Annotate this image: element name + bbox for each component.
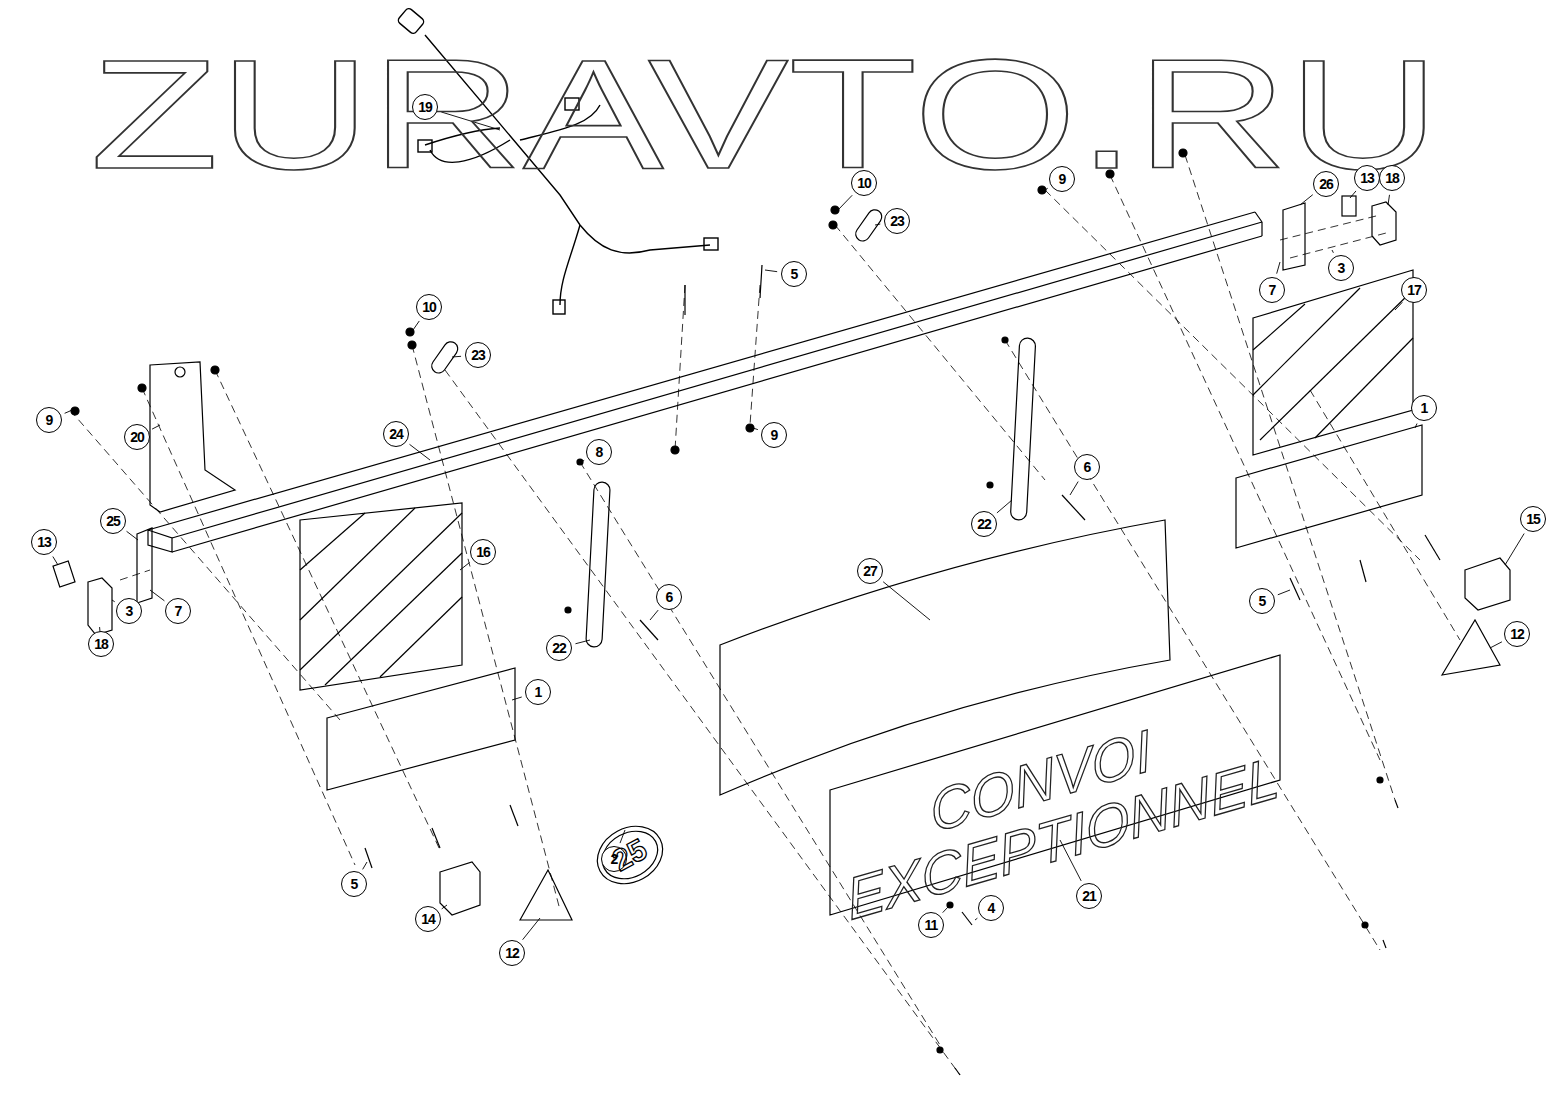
callout-number: 20 [124, 424, 150, 450]
callout-number: 5 [781, 261, 807, 287]
leader-line [1332, 250, 1333, 253]
mount-plate [327, 668, 515, 790]
callout-number: 12 [1504, 621, 1530, 647]
leader-line [523, 918, 540, 940]
leader-line [1350, 191, 1356, 198]
callout-number: 22 [971, 511, 997, 537]
callout-number: 9 [761, 422, 787, 448]
callout-number: 27 [857, 558, 883, 584]
callout-number: 5 [341, 871, 367, 897]
leader-line [1300, 195, 1313, 205]
leader-line [413, 321, 419, 330]
leader-line [1070, 482, 1078, 495]
leader-line [997, 500, 1012, 513]
callout-number: 7 [1259, 277, 1285, 303]
leader-line [442, 905, 447, 909]
callout-number: 6 [656, 584, 682, 610]
callout-number: 14 [415, 906, 441, 932]
tail-lamp [440, 862, 480, 915]
assembly-lines [70, 155, 1460, 1075]
leader-line [53, 557, 58, 565]
marker-lamp [88, 578, 112, 635]
callout-number: 1 [1411, 395, 1437, 421]
callout-number: 13 [31, 529, 57, 555]
callout-number: 22 [546, 635, 572, 661]
callout-number: 25 [100, 508, 126, 534]
leader-line [753, 428, 758, 430]
leader-line [1277, 262, 1280, 274]
speed-disc [587, 815, 672, 895]
callout-number: 10 [416, 294, 442, 320]
leader-line [1388, 195, 1390, 205]
leader-line [975, 918, 977, 920]
leader-line [650, 610, 658, 620]
callout-number: 13 [1354, 165, 1380, 191]
callout-number: 12 [499, 940, 525, 966]
leader-line [575, 640, 590, 644]
callout-number: 16 [470, 539, 496, 565]
leader-line [1415, 424, 1417, 428]
strap [586, 482, 611, 648]
callout-number: 3 [1328, 255, 1354, 281]
callout-number: 19 [412, 94, 438, 120]
leader-line [883, 582, 930, 620]
warning-plate [300, 270, 1413, 690]
leader-line [65, 411, 70, 413]
callout-number: 17 [1401, 277, 1427, 303]
sign-text: CONVOI EXCEPTIONNEL [835, 693, 1256, 931]
callout-number: 23 [884, 208, 910, 234]
callout-number: 4 [978, 895, 1004, 921]
callout-number: 5 [1249, 588, 1275, 614]
callout-number: 24 [383, 421, 409, 447]
leader-line [452, 356, 461, 358]
callout-number: 8 [586, 439, 612, 465]
leader-line [765, 270, 777, 272]
watermark: ZURAVTO.RU [90, 36, 1440, 192]
leader-line [152, 425, 160, 429]
callout-number: 15 [1520, 506, 1546, 532]
leader-line [410, 444, 430, 460]
leader-line [112, 600, 115, 602]
callout-number: 6 [1074, 454, 1100, 480]
callout-number: 26 [1313, 171, 1339, 197]
leader-line [943, 907, 948, 913]
leader-line [838, 195, 852, 210]
leader-line [1505, 534, 1524, 565]
leader-line [1395, 302, 1402, 310]
callout-number: 3 [116, 598, 142, 624]
leader-line [150, 590, 164, 601]
callout-number: 7 [165, 598, 191, 624]
beam [148, 212, 1262, 552]
bolts [365, 265, 1440, 1075]
callout-number: 1 [525, 679, 551, 705]
callout-number: 18 [88, 631, 114, 657]
bracket [150, 362, 235, 512]
leader-line [875, 224, 880, 226]
leader-line [363, 862, 367, 869]
callout-number: 21 [1076, 883, 1102, 909]
leader-line [460, 562, 470, 570]
reflector [520, 870, 572, 920]
callout-number: 18 [1379, 165, 1405, 191]
leader-line [127, 531, 138, 540]
leader-line [1490, 642, 1502, 648]
callout-number: 9 [1049, 166, 1075, 192]
callout-number: 10 [851, 170, 877, 196]
callout-number: 23 [465, 342, 491, 368]
leader-line [583, 460, 584, 462]
leader-line [1278, 590, 1290, 595]
callout-number: 9 [36, 407, 62, 433]
callout-number: 11 [918, 912, 944, 938]
fasteners [71, 149, 1383, 1053]
leader-line [512, 697, 522, 700]
